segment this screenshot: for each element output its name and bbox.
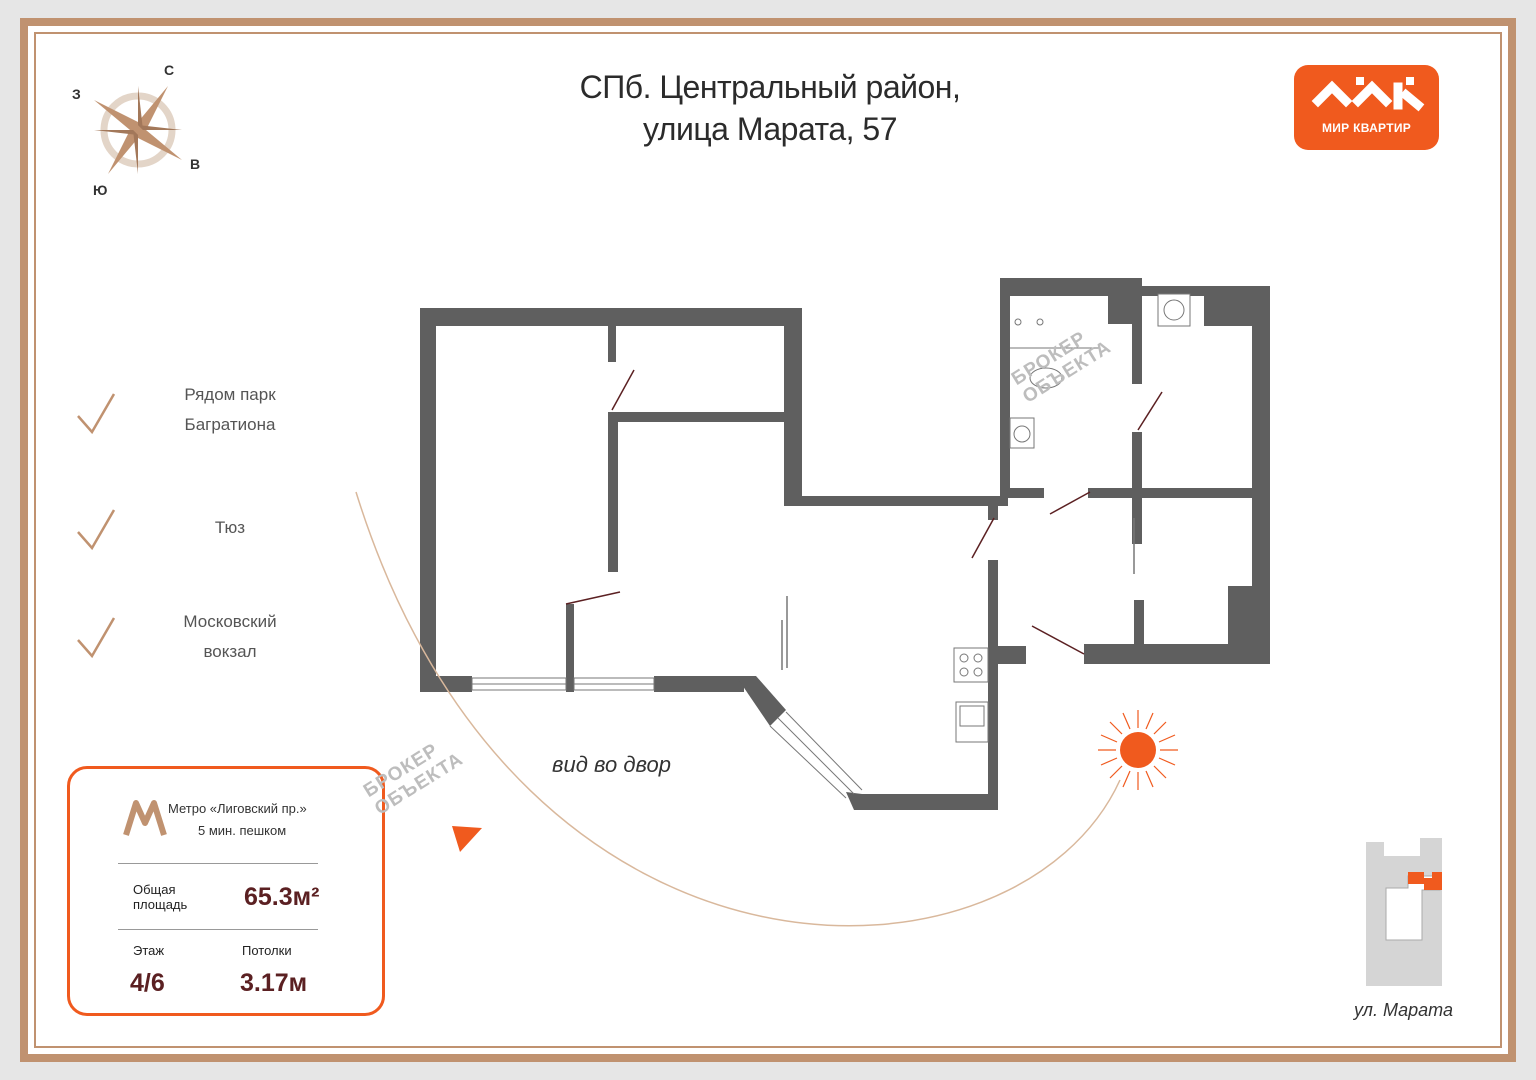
metro-walk-time: 5 мин. пешком bbox=[198, 823, 287, 838]
appliances bbox=[953, 293, 1191, 743]
floor-value: 4/6 bbox=[130, 969, 165, 997]
feature-item: Тюз bbox=[150, 513, 310, 543]
compass-south-label: Ю bbox=[93, 182, 108, 198]
logo-text: МИР КВАРТИР bbox=[1321, 121, 1412, 135]
feature-line: Багратиона bbox=[184, 415, 276, 434]
frame-border bbox=[34, 32, 1502, 1048]
ceiling-label: Потолки bbox=[242, 943, 292, 958]
feature-item: Московский вокзал bbox=[150, 607, 310, 667]
feature-line: Рядом парк bbox=[184, 385, 276, 404]
feature-line: вокзал bbox=[203, 642, 257, 661]
logo-mark-icon bbox=[1311, 77, 1425, 112]
doors bbox=[565, 369, 1163, 670]
divider bbox=[118, 863, 318, 864]
windows bbox=[471, 677, 863, 799]
arc-arrow-icon bbox=[452, 826, 482, 852]
feature-item: Рядом парк Багратиона bbox=[150, 380, 310, 440]
area-label: Общая площадь bbox=[133, 882, 187, 912]
sun-path-arc bbox=[355, 491, 1121, 927]
view-label: вид во двор bbox=[552, 752, 671, 777]
walls bbox=[420, 278, 1270, 810]
title-line-1: СПб. Центральный район, bbox=[579, 69, 961, 105]
sun-icon bbox=[1098, 710, 1178, 790]
building-minimap bbox=[1366, 838, 1442, 986]
moon-icon bbox=[346, 455, 376, 506]
metro-icon bbox=[123, 800, 167, 836]
area-label-line: Общая bbox=[133, 882, 176, 897]
metro-name: Метро «Лиговский пр.» bbox=[168, 801, 307, 816]
check-icon bbox=[77, 617, 116, 659]
compass-north-label: С bbox=[164, 62, 175, 78]
area-value: 65.3м² bbox=[244, 883, 320, 911]
feature-line: Тюз bbox=[214, 518, 246, 537]
floor-label: Этаж bbox=[133, 943, 165, 958]
brand-logo: МИР КВАРТИР bbox=[1294, 65, 1439, 150]
feature-line: Московский bbox=[183, 612, 277, 631]
page-title: СПб. Центральный район, улица Марата, 57 bbox=[520, 66, 1020, 150]
compass-west-label: З bbox=[72, 86, 81, 102]
check-icon bbox=[77, 393, 116, 435]
check-icon bbox=[77, 509, 116, 551]
compass-east-label: В bbox=[190, 156, 201, 172]
area-label-line: площадь bbox=[133, 897, 188, 912]
ceiling-value: 3.17м bbox=[240, 969, 308, 997]
street-label: ул. Марата bbox=[1354, 1000, 1453, 1020]
divider bbox=[118, 929, 318, 930]
apartment-info-card: Метро «Лиговский пр.» 5 мин. пешком Обща… bbox=[67, 766, 385, 1016]
compass-rose-icon bbox=[94, 86, 182, 174]
title-line-2: улица Марата, 57 bbox=[642, 111, 898, 147]
